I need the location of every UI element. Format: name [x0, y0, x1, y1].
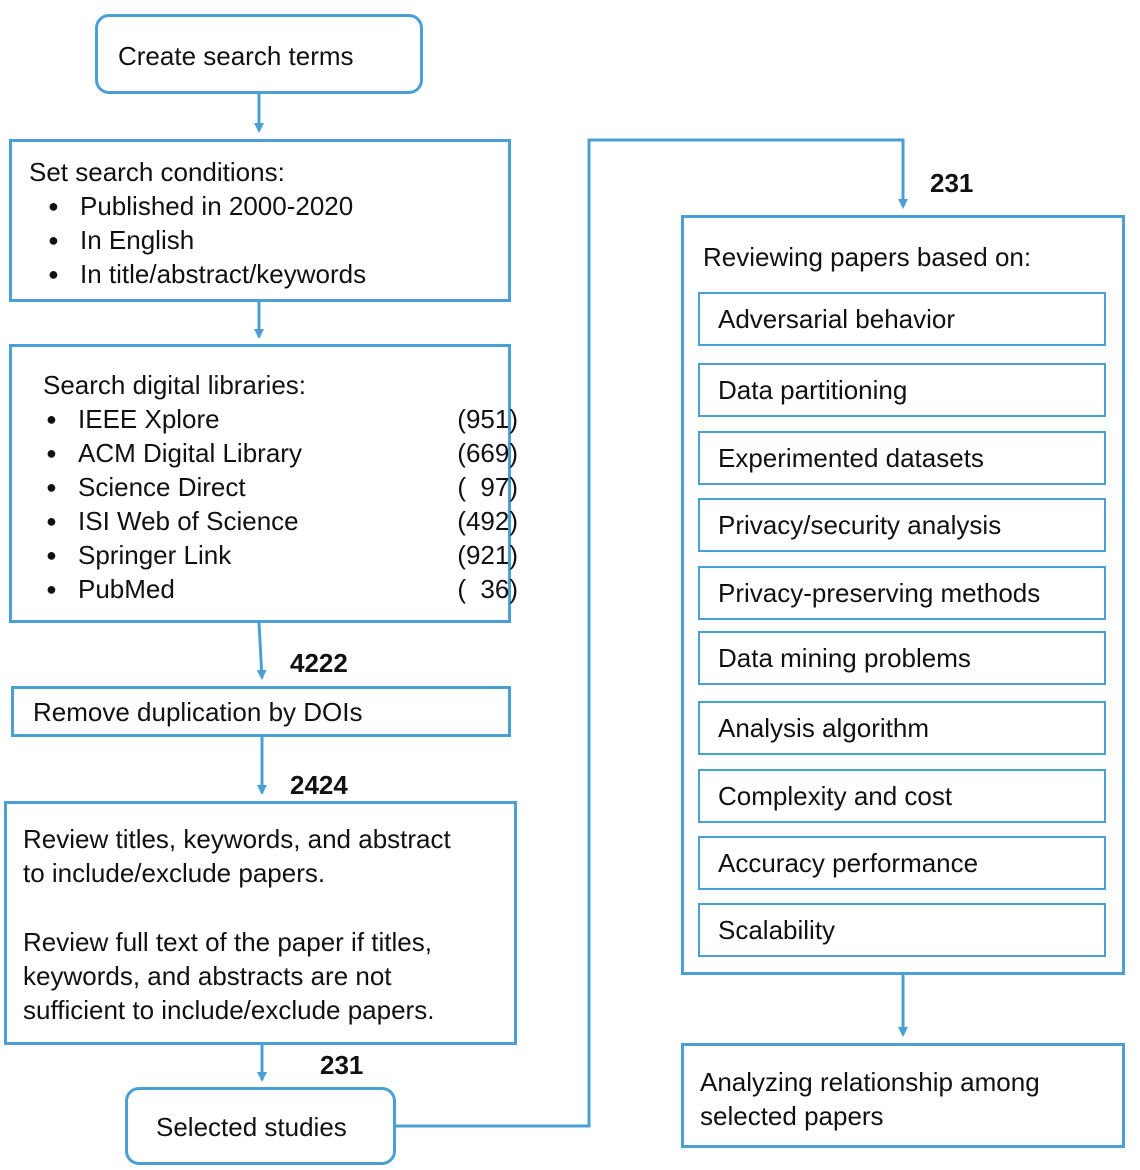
- remove-duplication-box: Remove duplication by DOIs: [11, 686, 511, 737]
- create-search-terms-box: Create search terms: [95, 14, 423, 94]
- analyzing-relationship-box: Analyzing relationship among selected pa…: [681, 1043, 1125, 1148]
- criterion-box: Privacy/security analysis: [698, 498, 1106, 552]
- search-conditions-box: Set search conditions: Published in 2000…: [9, 139, 511, 302]
- condition-item: In English: [44, 223, 366, 257]
- criterion-box: Accuracy performance: [698, 836, 1106, 890]
- condition-item: Published in 2000-2020: [44, 189, 366, 223]
- count-after-review: 231: [320, 1050, 364, 1080]
- remove-duplication-label: Remove duplication by DOIs: [33, 697, 363, 727]
- review-p1-line2: to include/exclude papers.: [23, 858, 326, 888]
- library-item: ISI Web of Science (492): [42, 504, 518, 538]
- criterion-label: Analysis algorithm: [718, 713, 929, 743]
- library-item: Science Direct ( 97): [42, 470, 518, 504]
- library-name: PubMed: [78, 574, 175, 604]
- count-to-reviewing: 231: [930, 168, 974, 198]
- library-count: ( 97): [457, 472, 518, 502]
- condition-item: In title/abstract/keywords: [44, 257, 366, 291]
- criterion-label: Data mining problems: [718, 643, 971, 673]
- library-item: Springer Link (921): [42, 538, 518, 572]
- count-after-dedup: 2424: [290, 770, 348, 800]
- search-conditions-title: Set search conditions:: [29, 157, 285, 187]
- criterion-box: Scalability: [698, 903, 1106, 957]
- library-name: ISI Web of Science: [78, 506, 299, 536]
- search-conditions-list: Published in 2000-2020 In English In tit…: [44, 189, 366, 291]
- selected-studies-box: Selected studies: [125, 1087, 396, 1165]
- library-count: (921): [457, 540, 518, 570]
- search-libraries-box: Search digital libraries: IEEE Xplore (95…: [9, 344, 518, 623]
- arrow-libraries-to-dedup: [256, 622, 267, 680]
- screening-review-box: Review titles, keywords, and abstract to…: [4, 801, 517, 1045]
- criterion-box: Analysis algorithm: [698, 701, 1106, 755]
- criterion-label: Complexity and cost: [718, 781, 953, 811]
- library-name: Springer Link: [78, 540, 232, 570]
- criterion-box: Data partitioning: [698, 363, 1106, 417]
- criterion-box: Adversarial behavior: [698, 292, 1106, 346]
- library-count: ( 36): [457, 574, 518, 604]
- criterion-label: Data partitioning: [718, 375, 908, 405]
- library-count: (951): [457, 404, 518, 434]
- criterion-box: Experimented datasets: [698, 431, 1106, 485]
- criterion-label: Accuracy performance: [718, 848, 979, 878]
- library-item: ACM Digital Library (669): [42, 436, 518, 470]
- library-count: (669): [457, 438, 518, 468]
- count-after-search: 4222: [290, 648, 348, 678]
- library-name: ACM Digital Library: [78, 438, 302, 468]
- criterion-label: Scalability: [718, 915, 836, 945]
- library-item: IEEE Xplore (951): [42, 402, 518, 436]
- selected-studies-label: Selected studies: [156, 1112, 347, 1142]
- review-p2-line2: keywords, and abstracts are not: [23, 961, 392, 991]
- analyzing-line2: selected papers: [700, 1101, 884, 1131]
- review-p2-line1: Review full text of the paper if titles,: [23, 927, 432, 957]
- library-list: IEEE Xplore (951) ACM Digital Library (669…: [42, 402, 518, 606]
- create-search-terms-label: Create search terms: [118, 41, 354, 71]
- criterion-label: Experimented datasets: [718, 443, 984, 473]
- analyzing-line1: Analyzing relationship among: [700, 1067, 1040, 1097]
- criterion-label: Privacy/security analysis: [718, 510, 1002, 540]
- library-item: PubMed ( 36): [42, 572, 518, 606]
- search-libraries-title: Search digital libraries:: [43, 370, 307, 400]
- reviewing-papers-title: Reviewing papers based on:: [703, 242, 1032, 272]
- reviewing-papers-box: Reviewing papers based on:: [681, 215, 1125, 975]
- library-count: (492): [457, 506, 518, 536]
- library-name: IEEE Xplore: [78, 404, 220, 434]
- criterion-box: Data mining problems: [698, 631, 1106, 685]
- review-p1-line1: Review titles, keywords, and abstract: [23, 824, 451, 854]
- arrow-selected-to-reviewing: [396, 138, 908, 1128]
- criterion-label: Privacy-preserving methods: [718, 578, 1041, 608]
- library-name: Science Direct: [78, 472, 246, 502]
- review-p2-line3: sufficient to include/exclude papers.: [23, 995, 435, 1025]
- criterion-box: Complexity and cost: [698, 769, 1106, 823]
- criterion-box: Privacy-preserving methods: [698, 566, 1106, 620]
- criterion-label: Adversarial behavior: [718, 304, 956, 334]
